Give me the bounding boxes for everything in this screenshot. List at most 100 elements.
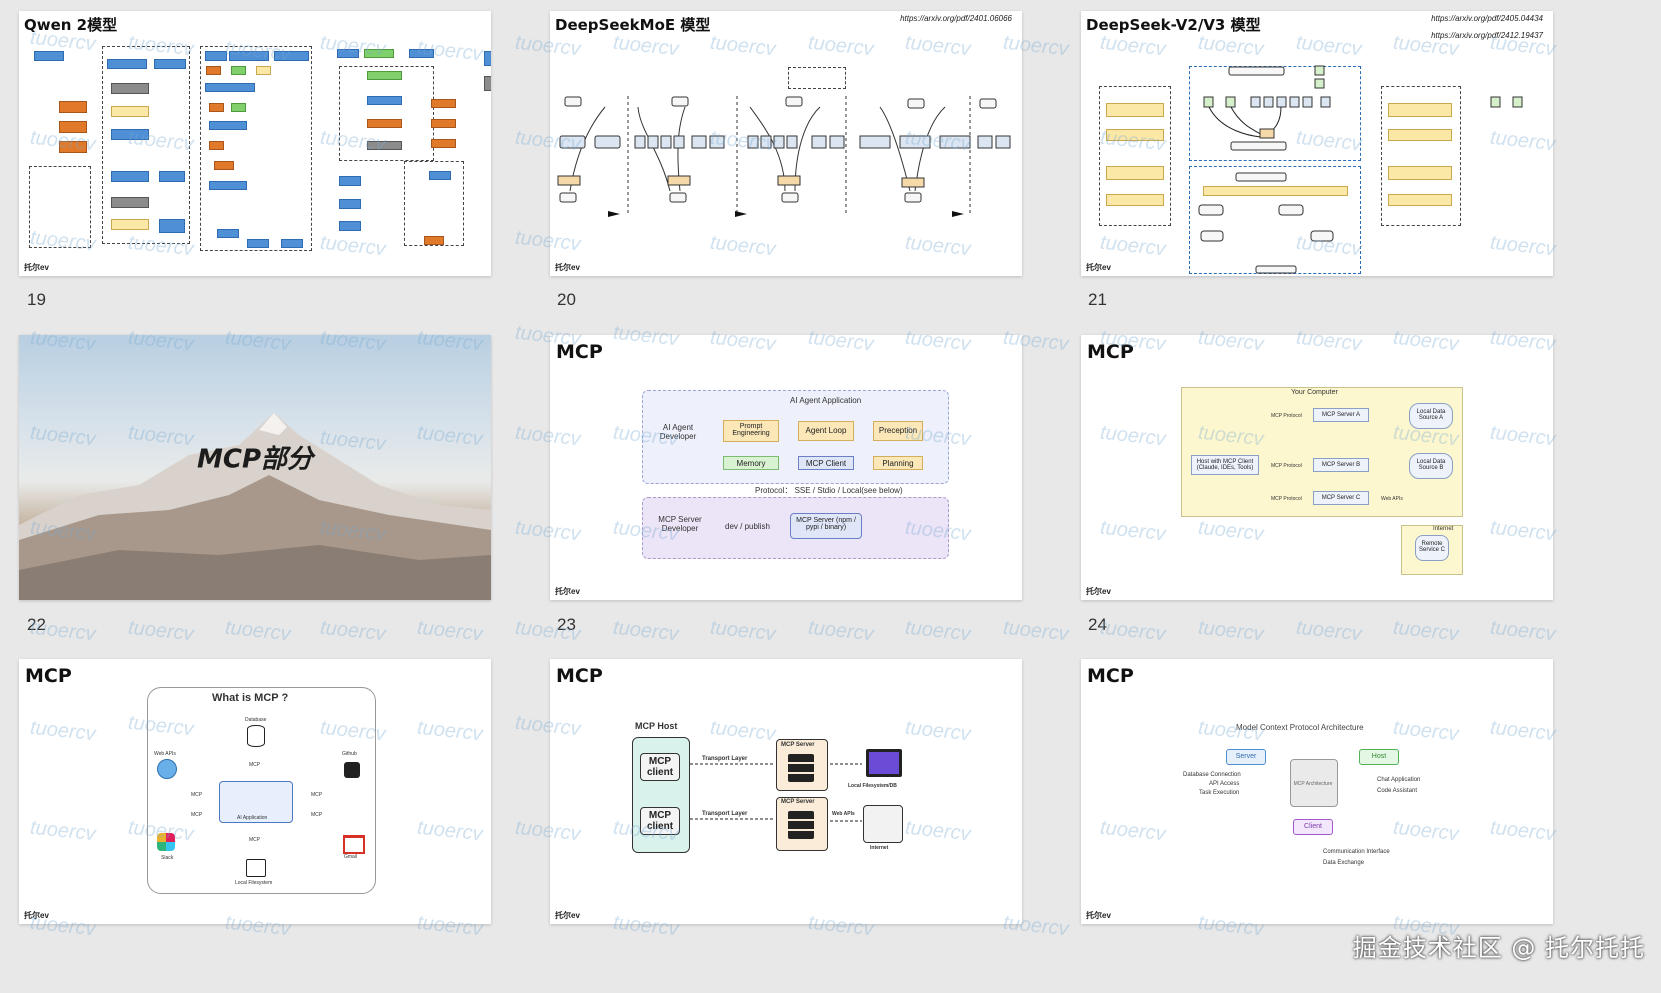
diagram-block [206, 66, 221, 75]
client-box: MCP client [640, 753, 680, 781]
slide-thumbnail-25[interactable]: MCP What is MCP ? Database Web APIs Gith… [19, 659, 491, 924]
internet-frame [1401, 525, 1463, 575]
diagram-block [59, 141, 87, 153]
diagram-block [281, 239, 303, 248]
slide-title: MCP [556, 341, 603, 363]
host-label: MCP Host [635, 721, 678, 731]
slide-number: 19 [27, 290, 46, 309]
diagram-block [337, 49, 359, 58]
diagram-block [1388, 194, 1452, 206]
diagram-block [111, 197, 149, 208]
server-icon [788, 754, 814, 782]
server-dev-label: MCP Server Developer [658, 515, 702, 533]
left-label: Task Execution [1199, 790, 1240, 796]
publish-label: dev / publish [725, 522, 770, 531]
watermark: tuoercv [127, 616, 195, 646]
folder-icon [246, 859, 266, 877]
diagram-block [214, 161, 234, 170]
slide-brand: 托尔ev [555, 263, 580, 272]
diagram-block [339, 176, 361, 186]
diagram-block [209, 103, 224, 112]
server-icon [788, 811, 814, 839]
diagram-block [1388, 166, 1452, 180]
diagram-block [367, 71, 402, 80]
slide-thumbnail-27[interactable]: MCP Model Context Protocol Architecture … [1081, 659, 1553, 924]
slide-thumbnail-23[interactable]: MCP AI Agent Application AI Agent Develo… [550, 335, 1022, 600]
database-label: Database [245, 717, 267, 723]
section-title: MCP部分 [196, 444, 314, 475]
slide-number: 20 [557, 290, 576, 309]
transport-label: Transport Layer [702, 811, 748, 817]
right-label: Chat Application [1377, 777, 1421, 783]
slack-icon [157, 833, 175, 851]
filesystem-label: Local Filesystem [235, 880, 273, 886]
source-a-box: Local Data Source A [1409, 403, 1453, 429]
edge-label: MCP [311, 812, 323, 818]
server-label: MCP Server [781, 742, 815, 748]
diagram-block [1106, 103, 1164, 117]
ai-app-label: AI Application [237, 815, 268, 821]
host-box: Host [1359, 749, 1399, 765]
slide-url: https://arxiv.org/pdf/2401.06066 [900, 14, 1012, 23]
diagram-block [34, 51, 64, 61]
slide-brand: 托尔ev [555, 911, 580, 920]
computer-label: Your Computer [1291, 389, 1338, 396]
diagram-block [111, 106, 149, 117]
diagram-block [424, 236, 444, 245]
edge-label: MCP [191, 792, 203, 798]
diagram-block [256, 66, 271, 75]
protocol-label: MCP Protocol [1271, 463, 1302, 469]
mcp-server-box: MCP Server (npm / pypi / binary) [790, 513, 862, 539]
slide-thumbnail-19[interactable]: Qwen 2模型 托尔ev [19, 11, 491, 276]
diagram-frame [404, 161, 464, 246]
diagram-block [367, 96, 402, 105]
preception-box: Preception [873, 421, 923, 441]
dev-label: AI Agent Developer [659, 423, 697, 441]
slide-thumbnail-24[interactable]: MCP Your Computer Host with MCP Client (… [1081, 335, 1553, 600]
diagram-block [111, 171, 149, 182]
architecture-center [1290, 759, 1338, 807]
watermark: tuoercv [1489, 616, 1557, 646]
slide-thumbnail-21[interactable]: DeepSeek-V2/V3 模型 https://arxiv.org/pdf/… [1081, 11, 1553, 276]
server-frame [776, 739, 828, 791]
watermark: tuoercv [319, 616, 387, 646]
edge-label: MCP [249, 762, 261, 768]
protocol-label: MCP Protocol [1271, 496, 1302, 502]
slack-label: Slack [161, 855, 174, 861]
what-is-heading: What is MCP ? [212, 692, 289, 704]
diagram-block [59, 101, 87, 113]
diagram-block [111, 83, 149, 94]
diagram-block [1106, 129, 1164, 141]
left-label: Database Connection [1183, 772, 1241, 778]
diagram-block [247, 239, 269, 248]
center-label: MCP Architecture [1293, 781, 1333, 787]
database-icon [247, 725, 265, 747]
source-b-box: Local Data Source B [1409, 453, 1453, 479]
diagram-block [484, 51, 491, 66]
watermark: tuoercv [1392, 616, 1460, 646]
left-label: API Access [1209, 781, 1240, 787]
diagram-block [409, 49, 434, 58]
diagram-block [154, 59, 186, 69]
slide-url: https://arxiv.org/pdf/2412.19437 [1431, 31, 1543, 40]
watermark: tuoercv [709, 616, 777, 646]
memory-box: Memory [723, 456, 779, 470]
diagram-block [1106, 166, 1164, 180]
local-label: Local Filesystem/DB [848, 783, 897, 789]
architecture-heading: Model Context Protocol Architecture [1236, 723, 1364, 732]
diagram-frame [29, 166, 91, 248]
client-box: Client [1293, 819, 1333, 835]
credit-watermark: 掘金技术社区 @ 托尔托托 [1352, 934, 1645, 962]
slide-thumbnail-22[interactable]: MCP部分 [19, 335, 491, 600]
mla-diagram [1198, 65, 1523, 274]
bottom-label: Communication Interface [1323, 849, 1390, 855]
diagram-block [1203, 186, 1348, 196]
diagram-block [484, 76, 491, 91]
planning-box: Planning [873, 456, 923, 470]
slide-thumbnail-26[interactable]: MCP MCP Host MCP client MCP client Trans… [550, 659, 1022, 924]
diagram-block [159, 219, 185, 233]
slide-thumbnail-20[interactable]: DeepSeekMoE 模型 https://arxiv.org/pdf/240… [550, 11, 1022, 276]
watermark: tuoercv [807, 616, 875, 646]
server-a-box: MCP Server A [1313, 408, 1369, 422]
watermark: tuoercv [1197, 616, 1265, 646]
